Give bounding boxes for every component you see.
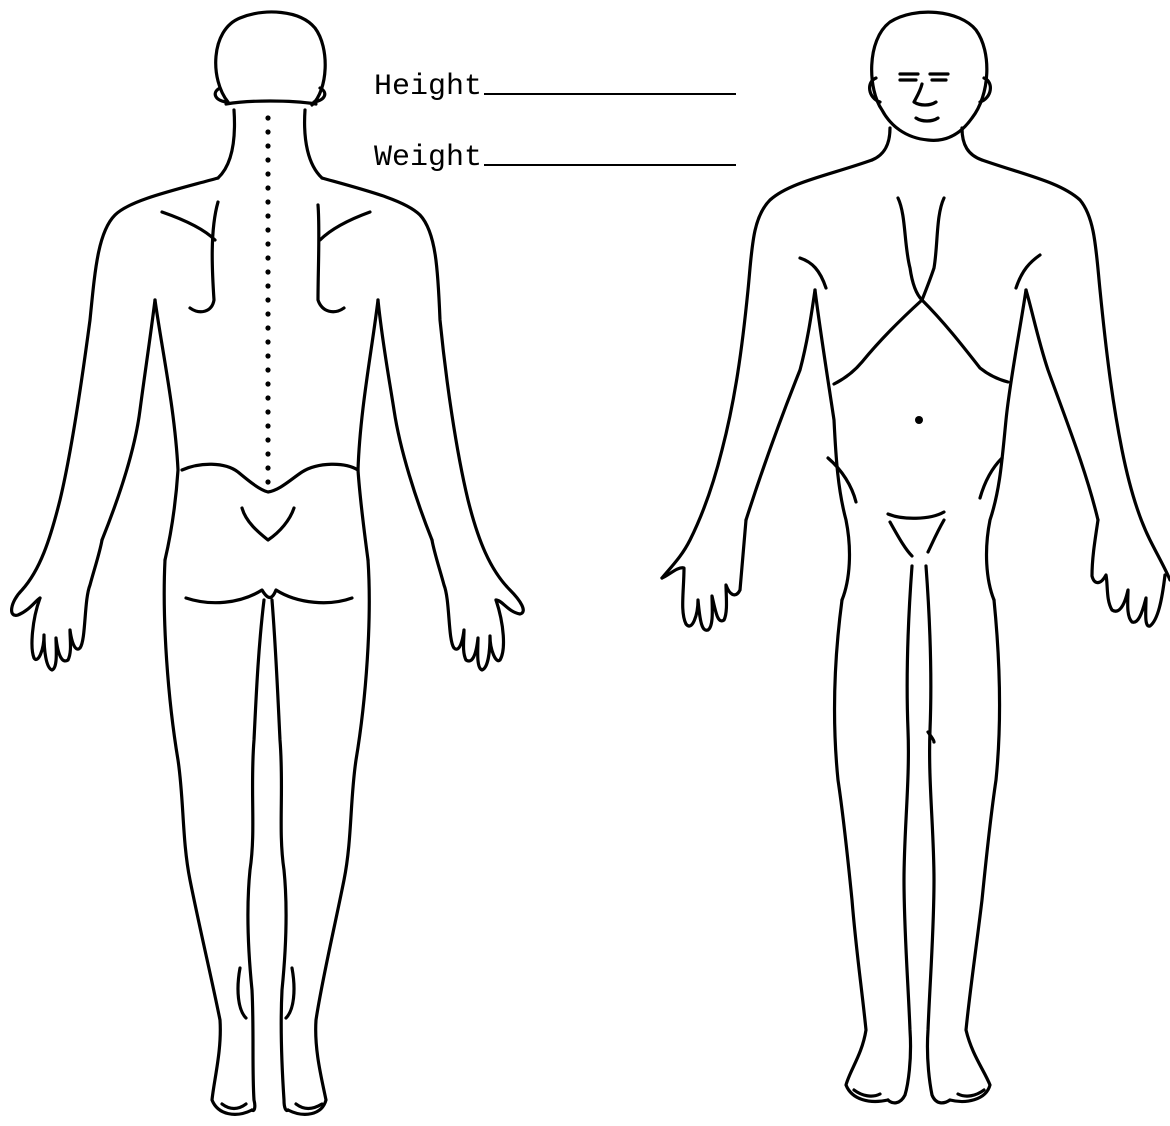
spine-dot [265, 311, 270, 316]
spine-dot [265, 437, 270, 442]
back-right-leg-inner [272, 600, 288, 1111]
back-right-inner-arm [378, 300, 432, 540]
spine-dot [265, 297, 270, 302]
back-left-scapula [162, 202, 218, 312]
spine-dot [265, 199, 270, 204]
back-view-figure [12, 12, 524, 1114]
spine-dot [265, 339, 270, 344]
weight-input-line[interactable] [484, 164, 736, 166]
spine-dot [265, 367, 270, 372]
back-left-outer-contour [12, 178, 218, 615]
spine-dot [265, 213, 270, 218]
spine-dot [265, 185, 270, 190]
spine-dot [265, 227, 270, 232]
front-right-hand [1092, 520, 1165, 626]
spine-dot [265, 465, 270, 470]
back-left-leg-outer [164, 560, 252, 1114]
front-eyes [900, 74, 948, 80]
front-left-inner-arm [746, 290, 815, 520]
front-left-hand [662, 520, 746, 630]
back-right-leg-outer [288, 560, 369, 1114]
back-head [216, 12, 325, 105]
spine-dot [265, 129, 270, 134]
spine-dot [265, 479, 270, 484]
front-right-outer-contour [982, 160, 1170, 580]
back-torso-right [358, 300, 378, 560]
front-right-toes [958, 1090, 984, 1096]
front-nose [914, 84, 936, 105]
front-neck-left [872, 128, 890, 160]
spine-dot [265, 451, 270, 456]
spine-dot [265, 409, 270, 414]
spine-dot [265, 423, 270, 428]
front-left-leg-inner [888, 566, 912, 1103]
spine-dot [265, 353, 270, 358]
height-input-line[interactable] [484, 93, 736, 95]
front-right-inner-arm [1026, 290, 1098, 520]
back-right-toes [296, 1104, 322, 1109]
back-right-hand [432, 540, 503, 670]
spine-dot [265, 115, 270, 120]
front-navel [915, 416, 923, 424]
back-ankles [238, 968, 294, 1018]
back-left-inner-arm [102, 300, 155, 540]
spine-dotted-line [265, 115, 270, 484]
front-right-leg-outer [950, 600, 1000, 1101]
front-right-leg-inner [926, 566, 950, 1103]
spine-dot [265, 381, 270, 386]
spine-dot [265, 255, 270, 260]
spine-dot [265, 143, 270, 148]
back-torso-left [155, 300, 178, 560]
front-right-armpit [1016, 255, 1040, 288]
back-neck-line [226, 101, 316, 104]
front-left-leg-outer [835, 600, 888, 1101]
front-torso-right [987, 290, 1026, 600]
back-right-scapula [318, 205, 370, 312]
back-neck-left [218, 110, 234, 178]
back-right-outer-contour [322, 178, 523, 614]
spine-dot [265, 325, 270, 330]
front-view-figure [662, 12, 1170, 1103]
front-torso-left [815, 290, 849, 600]
spine-dot [265, 241, 270, 246]
back-left-toes [222, 1104, 246, 1109]
front-sternum [898, 198, 944, 300]
front-groin [888, 512, 944, 556]
spine-dot [265, 283, 270, 288]
back-neck-right [305, 110, 322, 178]
front-left-outer-contour [662, 160, 872, 578]
back-buttocks [186, 590, 352, 603]
weight-field[interactable]: Weight [374, 143, 736, 173]
front-mouth [916, 118, 938, 121]
front-left-armpit [800, 258, 826, 288]
height-field[interactable]: Height [374, 72, 736, 102]
spine-dot [265, 171, 270, 176]
spine-dot [265, 269, 270, 274]
spine-dot [265, 395, 270, 400]
front-ribcage [834, 300, 1008, 384]
back-left-leg-inner [248, 600, 264, 1111]
front-neck-right [962, 128, 982, 160]
spine-dot [265, 157, 270, 162]
front-left-toes [854, 1090, 880, 1096]
height-label: Height [374, 70, 482, 104]
weight-label: Weight [374, 141, 482, 175]
back-sacrum [242, 508, 294, 540]
